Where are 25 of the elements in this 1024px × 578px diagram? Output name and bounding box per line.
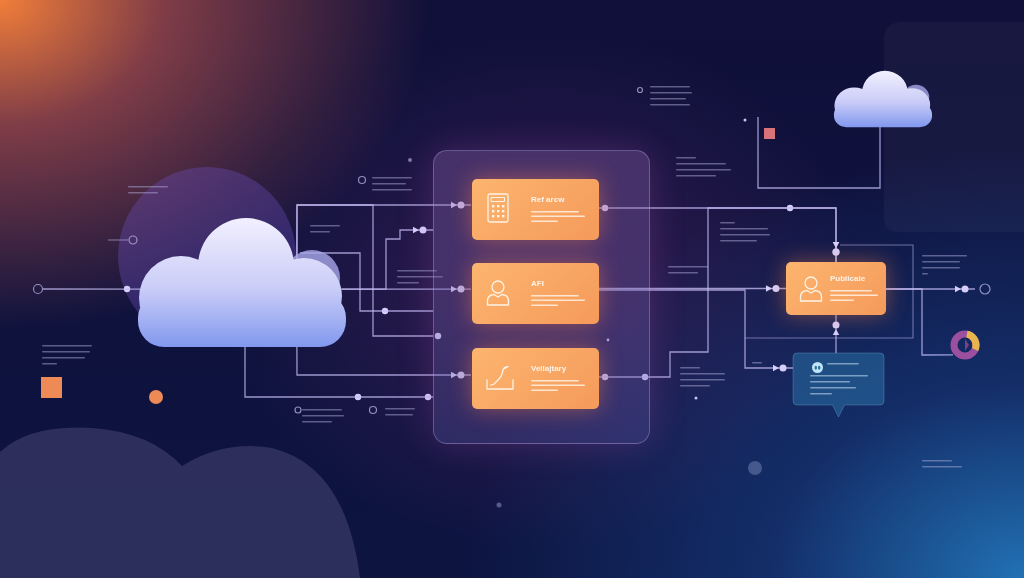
connector-line <box>885 288 954 356</box>
speech-bubble <box>793 353 884 417</box>
connector-line <box>757 116 881 189</box>
process-card <box>472 263 599 324</box>
arrow <box>597 289 794 372</box>
process-card <box>472 179 599 240</box>
connector-line <box>244 346 434 398</box>
card-title: Publicaie <box>830 274 866 284</box>
card-title: Vellajtary <box>531 364 567 374</box>
arrow <box>597 207 840 378</box>
connector-line <box>296 204 434 337</box>
container-panel <box>433 150 650 444</box>
arrow <box>832 314 840 354</box>
cloud-shape <box>136 216 348 349</box>
dark-cloud-shape <box>0 425 360 578</box>
arrow <box>597 285 787 292</box>
arrow <box>296 346 472 379</box>
cloud-shape <box>833 70 933 128</box>
arrow <box>340 226 434 290</box>
process-card <box>786 262 886 315</box>
process-card <box>472 348 599 409</box>
donut-chart <box>950 330 980 360</box>
connector-line <box>42 288 141 290</box>
card-title: AFI <box>531 279 544 289</box>
card-title: Ref arcw <box>531 195 565 205</box>
